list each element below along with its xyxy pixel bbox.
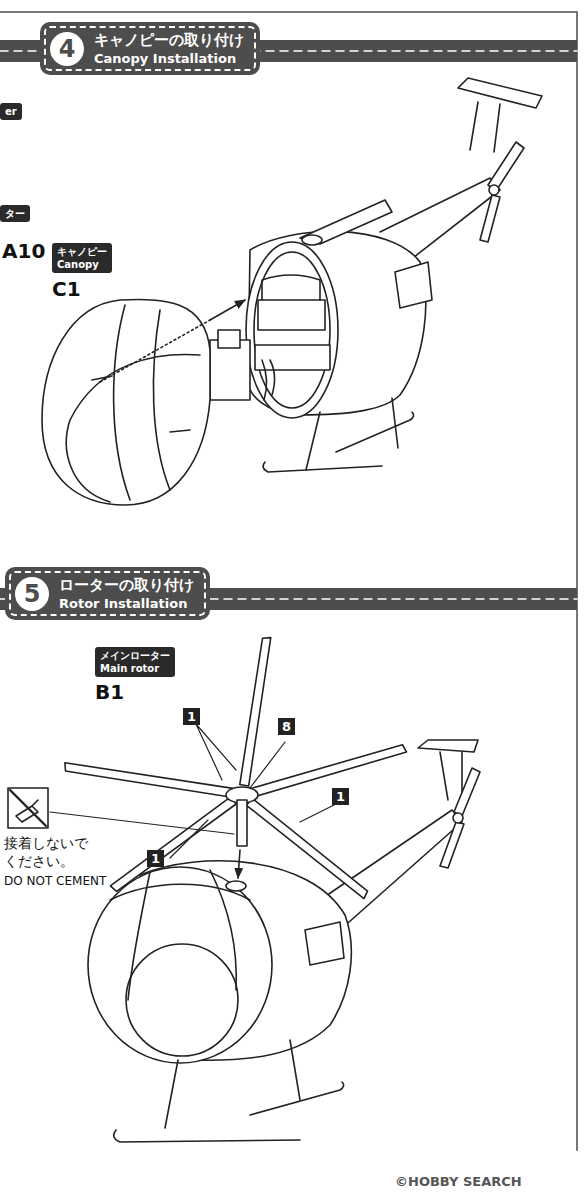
note-text: 接着しないで ください。 [4,834,95,870]
part-tag: ター [0,205,30,222]
step-heading: キャノピーの取り付けCanopy Installation [94,30,244,67]
callout-number: 1 [183,708,200,725]
part-name: Canopy [57,258,107,271]
part-number: A10 [2,238,45,264]
part-name: er [5,105,17,118]
helicopter-step5 [8,636,480,1142]
part-number: B1 [95,679,124,705]
callout-text: 1 [187,709,196,724]
part-number: C1 [52,276,81,302]
step-title: Rotor Installation [59,595,194,612]
step-number: 4 [50,32,84,66]
callout-text: 1 [151,851,160,866]
step-title: ローターの取り付け [59,575,194,595]
step-banner: 5 ローターの取り付けRotor Installation [5,567,210,620]
step-title: Canopy Installation [94,50,244,67]
part-name: キャノピー [57,245,107,258]
part-name: メインローター [100,649,170,662]
callout-text: 8 [282,719,291,734]
callout-text: 1 [336,789,345,804]
callout-number: 8 [278,718,295,735]
helicopter-step4 [42,78,542,505]
part-name: Main rotor [100,662,170,675]
part-tag: メインローターMain rotor [95,647,175,677]
callout-number: 1 [332,788,349,805]
step-title: キャノピーの取り付け [94,30,244,50]
part-tag: キャノピーCanopy [52,243,112,273]
note-text: DO NOT CEMENT [4,874,106,890]
step-heading: ローターの取り付けRotor Installation [59,575,194,612]
part-name: ター [5,207,25,220]
step-number: 5 [15,577,49,611]
part-tag: er [0,103,22,120]
callout-number: 1 [147,850,164,867]
step-banner: 4 キャノピーの取り付けCanopy Installation [40,22,260,75]
watermark: ©HOBBY SEARCH [395,1174,522,1191]
